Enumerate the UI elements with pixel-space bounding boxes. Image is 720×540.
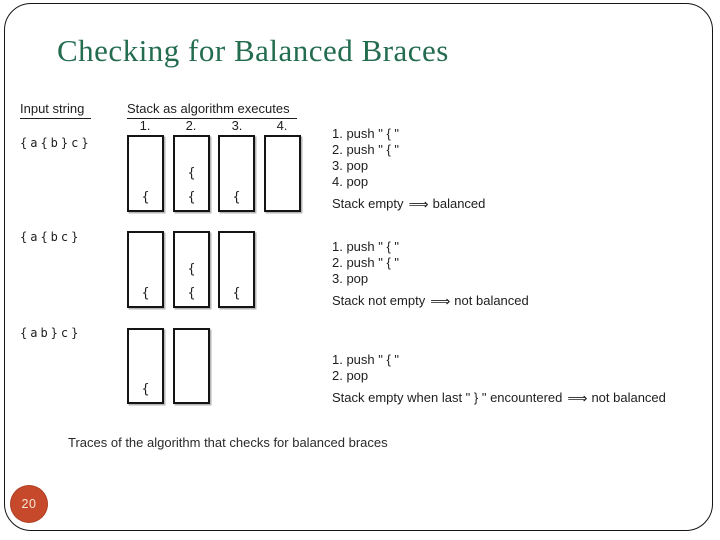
trace-steps-row1: 1. push " { " 2. push " { " 3. pop 4. po… — [332, 126, 485, 213]
result-condition: Stack empty when last " } " encountered — [332, 390, 563, 405]
trace-steps-row3: 1. push " { " 2. pop Stack empty when la… — [332, 352, 666, 407]
brace-glyph: { — [187, 262, 196, 277]
result-condition: Stack empty — [332, 196, 404, 211]
trace-result-row1: Stack empty ⟹balanced — [332, 196, 485, 213]
brace-glyph: { — [141, 286, 150, 301]
stack-box-r1-s3: { — [218, 135, 255, 212]
slide-title: Checking for Balanced Braces — [57, 33, 449, 68]
input-string-row1: {a{b}c} — [20, 136, 92, 150]
implies-arrow-icon: ⟹ — [567, 391, 587, 407]
trace-steps-row2: 1. push " { " 2. push " { " 3. pop Stack… — [332, 239, 529, 310]
brace-glyph: { — [232, 190, 241, 205]
brace-glyph: { — [187, 166, 196, 181]
stack-box-r2-s3: { — [218, 231, 255, 308]
column-number-1: 1. — [139, 118, 151, 133]
stack-box-r1-s4-empty — [264, 135, 301, 212]
step-line: 3. pop — [332, 158, 369, 173]
column-number-3: 3. — [231, 118, 243, 133]
brace-glyph: { — [187, 286, 196, 301]
step-line: 2. push " { " — [332, 255, 400, 270]
stack-box-r3-s2-empty — [173, 328, 210, 404]
trace-result-row2: Stack not empty ⟹ not balanced — [332, 293, 529, 310]
result-condition: Stack not empty — [332, 293, 426, 308]
page-number: 20 — [21, 497, 37, 511]
column-number-2: 2. — [185, 118, 197, 133]
step-line: 2. push " { " — [332, 142, 400, 157]
step-line: 1. push " { " — [332, 239, 400, 254]
brace-glyph: { — [141, 382, 150, 397]
result-outcome: not balanced — [591, 390, 666, 405]
column-number-4: 4. — [276, 118, 288, 133]
stack-box-r1-s1: { — [127, 135, 164, 212]
input-string-row3: {ab}c} — [20, 326, 82, 340]
step-line: 2. pop — [332, 368, 369, 383]
step-line: 3. pop — [332, 271, 369, 286]
input-string-row2: {a{bc} — [20, 230, 82, 244]
stack-execution-header: Stack as algorithm executes — [127, 101, 297, 119]
brace-glyph: { — [141, 190, 150, 205]
step-line: 4. pop — [332, 174, 369, 189]
stack-box-r1-s2: { { — [173, 135, 210, 212]
trace-result-row3: Stack empty when last " } " encountered ⟹… — [332, 390, 666, 407]
result-outcome: balanced — [432, 196, 486, 211]
figure-caption: Traces of the algorithm that checks for … — [68, 435, 388, 450]
input-string-header: Input string — [20, 101, 92, 119]
stack-box-r2-s2: { { — [173, 231, 210, 308]
stack-box-r2-s1: { — [127, 231, 164, 308]
page-number-badge: 20 — [10, 485, 48, 523]
result-outcome: not balanced — [454, 293, 529, 308]
step-line: 1. push " { " — [332, 126, 400, 141]
implies-arrow-icon: ⟹ — [430, 294, 450, 310]
brace-glyph: { — [187, 190, 196, 205]
step-line: 1. push " { " — [332, 352, 400, 367]
brace-glyph: { — [232, 286, 241, 301]
stack-box-r3-s1: { — [127, 328, 164, 404]
implies-arrow-icon: ⟹ — [408, 197, 429, 213]
